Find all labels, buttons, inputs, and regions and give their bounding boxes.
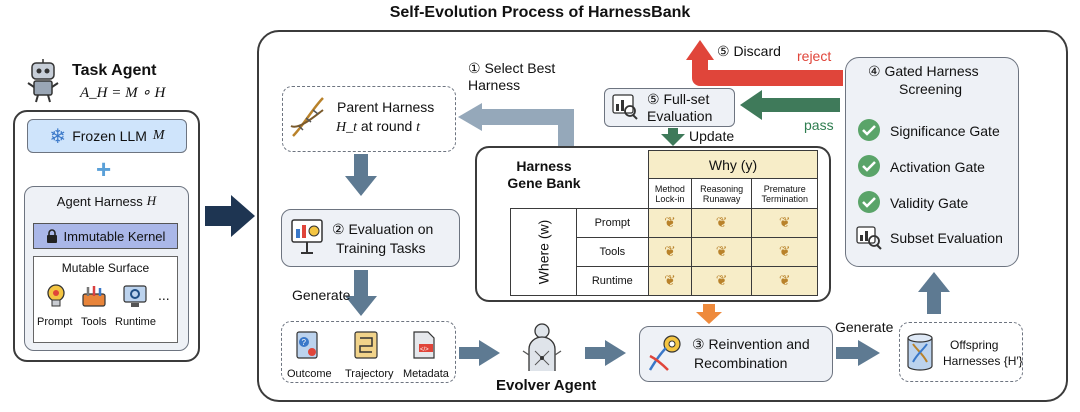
plus-icon: + [96,154,112,184]
offspring-line1: Offspring [950,338,999,352]
offspring-icon [907,333,933,371]
col-header: Reasoning Runaway [690,178,753,209]
gene-cell: ❦ [648,266,692,296]
gene-cell: ❦ [690,266,753,296]
immutable-kernel-label: Immutable Kernel [63,228,166,244]
gene-bank-title: Harness Gene Bank [507,158,581,191]
gate-activation: Activation Gate [890,159,985,175]
svg-text:</>: </> [420,347,429,353]
output-outcome: Outcome [287,368,332,380]
runtime-icon [123,285,147,307]
pass-label: pass [804,117,834,133]
gene-cell: ❦ [751,266,818,296]
step1-label: ① Select Best Harness [468,60,556,93]
discard-label: ⑤ Discard [717,43,781,59]
row-header: Tools [575,237,650,267]
col-header: Premature Termination [751,178,818,209]
dna-icon: ❦ [715,243,728,259]
mutable-surface-label: Mutable Surface [61,261,150,275]
gene-cell: ❦ [751,208,818,238]
dna-icon: ❦ [664,272,676,288]
subset-eval-icon [856,226,882,250]
check-badge-icon [857,118,881,147]
gene-cell: ❦ [690,208,753,238]
gate-significance: Significance Gate [890,123,1000,139]
reinvention-line1: ③ Reinvention and [692,336,810,352]
check-badge-icon [857,154,881,183]
dna-icon: ❦ [715,272,728,288]
evaluation-line2: Training Tasks [336,240,426,256]
gate-subset: Subset Evaluation [890,230,1003,246]
col-header: Method Lock-in [648,178,692,209]
gene-cell: ❦ [690,237,753,267]
dna-icon: ❦ [664,214,676,230]
trajectory-icon [354,331,378,359]
surface-runtime: Runtime [115,316,156,328]
gene-cell: ❦ [648,237,692,267]
gene-bank-table: Why (y) Method Lock-in Reasoning Runaway… [510,150,818,296]
gate-validity: Validity Gate [890,195,969,211]
dna-icon: ❦ [778,214,791,230]
fullset-line1: ⑤ Full-set [647,91,710,107]
dna-icon: ❦ [778,272,791,288]
check-badge-icon [857,190,881,219]
lightbulb-icon [47,284,65,307]
metadata-icon: </> [413,331,435,359]
evaluation-line1: ② Evaluation on [332,221,434,237]
dna-icon: ❦ [778,243,791,259]
outcome-icon: ? [296,331,318,359]
diagram-title: Self-Evolution Process of HarnessBank [389,4,691,21]
row-header: Runtime [575,266,650,296]
why-header: Why (y) [648,150,818,179]
generate-label-right: Generate [835,319,894,335]
reinvention-line2: Recombination [694,355,788,371]
snowflake-icon: ❄ [49,125,67,148]
parent-harness-line2: H_t at round t [336,118,421,135]
presentation-icon [291,219,323,254]
task-agent-title: Task Agent [72,62,157,79]
row-header: Prompt [575,208,650,238]
immutable-kernel-box: Immutable Kernel [33,223,178,249]
lock-icon [46,229,58,243]
evolver-agent-icon [522,323,562,371]
output-trajectory: Trajectory [345,368,394,380]
evolver-agent-label: Evolver Agent [496,377,597,394]
fullset-line2: Evaluation [647,108,713,124]
fullset-eval-icon [612,94,638,120]
big-right-arrow [205,195,255,237]
surface-prompt: Prompt [37,316,73,328]
gene-cell: ❦ [648,208,692,238]
gated-title-line1: ④ Gated Harness [868,63,979,79]
output-metadata: Metadata [403,368,449,380]
agent-harness-label: Agent Harness H [56,193,157,209]
dna-gear-icon [648,335,681,371]
frozen-llm-label: Frozen LLM [72,128,147,144]
dna-icon [290,97,324,137]
offspring-line2: Harnesses {H′} [943,354,1023,368]
surface-tools: Tools [81,316,107,328]
frozen-llm-var: M [152,128,165,143]
update-label: Update [689,128,735,144]
dna-icon: ❦ [715,214,728,230]
frozen-llm-box: ❄ Frozen LLM M [27,119,187,153]
dna-icon: ❦ [664,243,676,259]
reject-label: reject [797,48,832,64]
svg-text:?: ? [302,338,307,347]
generate-label-left: Generate [292,287,351,303]
where-header: Where (w) [510,208,577,296]
reinvention-box [639,326,833,382]
task-agent-formula: A_H = M ∘ H [80,85,166,101]
gated-title-line2: Screening [899,81,963,97]
parent-harness-line1: Parent Harness [337,99,435,115]
robot-icon [27,59,59,103]
toolbox-icon [82,286,106,307]
gene-cell: ❦ [751,237,818,267]
ellipsis: ... [158,287,170,303]
